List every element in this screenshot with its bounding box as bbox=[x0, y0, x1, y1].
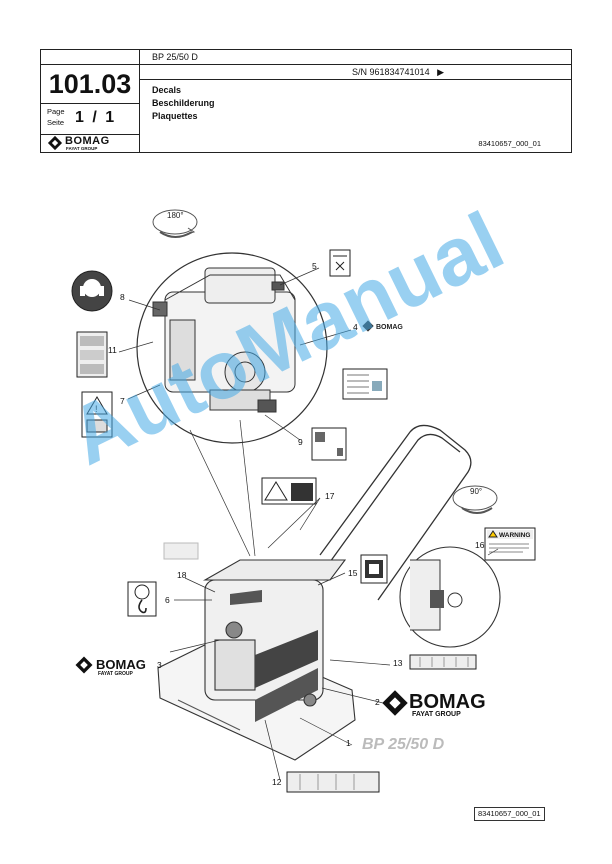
svg-text:WARNING: WARNING bbox=[499, 532, 530, 539]
decal-17-plate bbox=[163, 542, 199, 560]
title-french: Plaquettes bbox=[152, 111, 198, 121]
header-table: 101.03 Page Seite 1 / 1 BOMAG FAYAT GROU… bbox=[40, 49, 572, 153]
callout-4: 4 bbox=[353, 322, 358, 332]
rotate-180-label: 180° bbox=[167, 211, 184, 220]
lifting-point-decal bbox=[127, 581, 157, 617]
bomag-large-text: BOMAG bbox=[409, 691, 486, 713]
model-decal: BP 25/50 D bbox=[362, 736, 445, 753]
title-german: Beschilderung bbox=[152, 98, 215, 108]
page-cell: Page Seite 1 / 1 bbox=[41, 104, 139, 135]
title-english: Decals bbox=[152, 85, 182, 95]
bomag-logo-mark-icon bbox=[47, 135, 63, 151]
crush-warning-decal bbox=[261, 477, 317, 505]
compactor-body bbox=[157, 559, 356, 761]
fuel-detail bbox=[410, 559, 463, 631]
decal-9 bbox=[311, 427, 347, 461]
rotate-90-icon bbox=[452, 485, 498, 511]
guide-handle bbox=[319, 424, 472, 601]
brand-subtitle: FAYAT GROUP bbox=[66, 146, 98, 151]
qr-decal-15 bbox=[360, 554, 388, 584]
page-value: 1 / 1 bbox=[75, 109, 117, 126]
read-manual-decal: ! bbox=[81, 391, 113, 438]
callout-11: 11 bbox=[108, 345, 117, 355]
callout-15: 15 bbox=[348, 568, 358, 578]
section-number: 101.03 bbox=[41, 65, 139, 104]
info-decal-11 bbox=[76, 331, 108, 378]
callout-8: 8 bbox=[120, 292, 125, 302]
model-row: BP 25/50 D bbox=[140, 50, 571, 65]
svg-text:BOMAG: BOMAG bbox=[376, 324, 403, 331]
bomag-medium-text: BOMAG bbox=[96, 657, 146, 672]
header-blank-cell bbox=[41, 50, 139, 65]
warning-decal-16 bbox=[484, 527, 536, 561]
serial-row: S/N 961834741014 ▶ bbox=[140, 65, 571, 80]
callout-2: 2 bbox=[375, 697, 380, 707]
leader-lines bbox=[118, 267, 499, 781]
page-label: Page bbox=[47, 107, 65, 116]
callout-16: 16 bbox=[475, 540, 485, 550]
hearing-protection-decal bbox=[71, 270, 113, 312]
bomag-logo: BOMAG FAYAT GROUP bbox=[41, 135, 139, 152]
svg-text:!: ! bbox=[95, 404, 98, 414]
header-left-column: 101.03 Page Seite 1 / 1 BOMAG FAYAT GROU… bbox=[41, 50, 140, 152]
bomag-medium-sub: FAYAT GROUP bbox=[98, 671, 133, 677]
callout-17: 17 bbox=[325, 491, 335, 501]
callout-1: 1 bbox=[346, 738, 351, 748]
engine-detail bbox=[152, 267, 296, 413]
serial-arrow-icon: ▶ bbox=[437, 67, 445, 77]
footer-doc-ref: 83410657_000_01 bbox=[474, 807, 545, 821]
serial-plate-decal bbox=[342, 368, 388, 400]
decal-strip-12 bbox=[286, 771, 380, 793]
decal-5 bbox=[329, 249, 351, 277]
bomag-large-decal bbox=[382, 690, 408, 716]
decal-strip-13 bbox=[409, 654, 477, 670]
rotate-90-label: 90° bbox=[470, 487, 482, 496]
serial-number: S/N 961834741014 ▶ bbox=[352, 67, 445, 77]
bomag-medium-decal bbox=[75, 656, 93, 674]
callout-9: 9 bbox=[298, 437, 303, 447]
callout-12: 12 bbox=[272, 777, 282, 787]
callout-18: 18 bbox=[177, 570, 187, 580]
callout-3: 3 bbox=[157, 660, 162, 670]
header-doc-ref: 83410657_000_01 bbox=[478, 139, 541, 148]
rotate-180-icon bbox=[152, 209, 198, 238]
detail-circle-small bbox=[399, 546, 501, 648]
detail-circle bbox=[136, 252, 328, 444]
callout-5: 5 bbox=[312, 261, 317, 271]
seite-label: Seite bbox=[47, 118, 65, 127]
callout-7: 7 bbox=[120, 396, 125, 406]
callout-13: 13 bbox=[393, 658, 403, 668]
document-titles: Decals Beschilderung Plaquettes bbox=[152, 84, 215, 123]
callout-6: 6 bbox=[165, 595, 170, 605]
bomag-large-sub: FAYAT GROUP bbox=[412, 711, 461, 718]
brand-name: BOMAG bbox=[65, 135, 110, 147]
